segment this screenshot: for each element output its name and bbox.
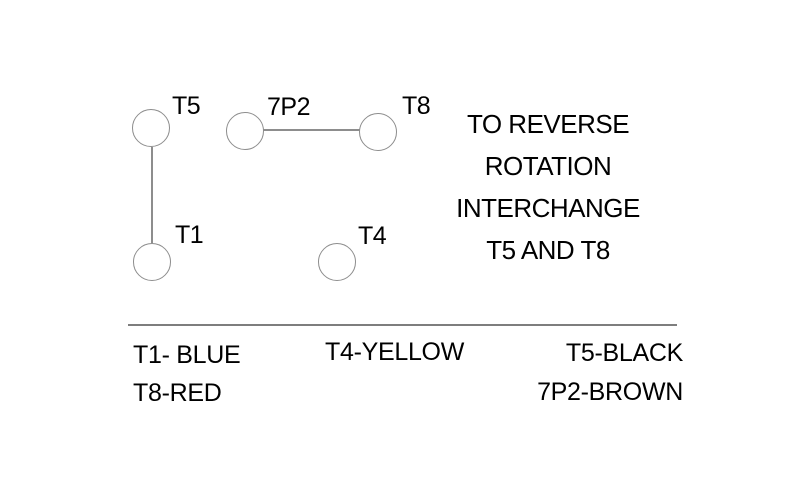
rotation-note: TO REVERSE ROTATION INTERCHANGE T5 AND T… <box>438 103 658 271</box>
legend-t5-black: T5-BLACK <box>565 339 683 367</box>
note-line-4: T5 AND T8 <box>486 235 610 265</box>
legend-t1-blue: T1- BLUE <box>133 341 241 369</box>
terminal-circle-7p2 <box>226 112 264 150</box>
wire-7p2-t8 <box>263 129 360 131</box>
terminal-label-t5: T5 <box>172 92 201 120</box>
terminal-circle-t8 <box>359 113 397 151</box>
legend-t4-yellow: T4-YELLOW <box>325 338 464 366</box>
wire-t5-t1 <box>151 147 153 243</box>
terminal-label-t8: T8 <box>402 92 431 120</box>
note-line-1: TO REVERSE <box>466 109 630 139</box>
note-line-2: ROTATION <box>484 151 612 181</box>
legend-t8-red: T8-RED <box>133 379 222 407</box>
terminal-label-t4: T4 <box>358 222 387 250</box>
legend-divider <box>128 324 677 326</box>
note-line-3: INTERCHANGE <box>456 193 640 223</box>
terminal-label-t1: T1 <box>175 221 204 249</box>
legend-7p2-brown: 7P2-BROWN <box>537 378 683 406</box>
terminal-circle-t4 <box>318 243 356 281</box>
terminal-label-7p2: 7P2 <box>267 93 310 121</box>
terminal-circle-t5 <box>132 109 170 147</box>
terminal-circle-t1 <box>133 243 171 281</box>
